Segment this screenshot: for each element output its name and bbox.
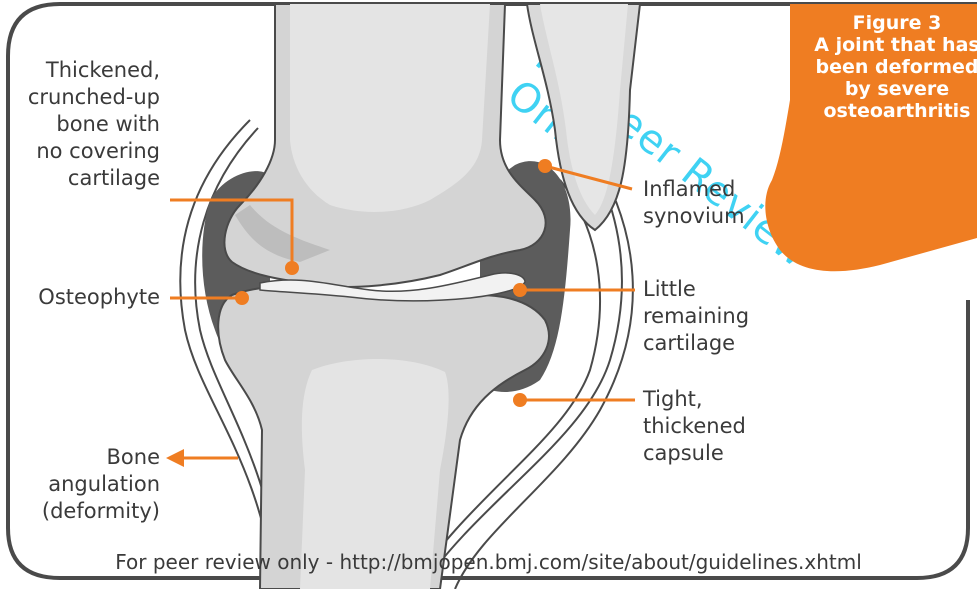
label-tight-capsule: Tight, thickened capsule <box>643 386 783 467</box>
figure-caption-line: osteoarthritis <box>782 100 977 122</box>
label-osteophyte: Osteophyte <box>10 284 160 311</box>
dot-capsule <box>513 393 527 407</box>
figure-caption-line: by severe <box>782 78 977 100</box>
dot-synovium <box>538 159 552 173</box>
figure-caption-line: been deformed <box>782 56 977 78</box>
figure-caption-line: A joint that has <box>782 34 977 56</box>
label-little-cartilage: Little remaining cartilage <box>643 276 783 357</box>
dot-osteophyte <box>235 291 249 305</box>
dot-cartilage <box>513 283 527 297</box>
dot-thickened-bone <box>285 261 299 275</box>
footer-text: For peer review only - http://bmjopen.bm… <box>0 550 977 574</box>
arrow-left-icon <box>166 449 184 467</box>
label-inflamed-synovium: Inflamed synovium <box>643 176 783 230</box>
figure-caption: Figure 3 A joint that has been deformed … <box>782 12 977 122</box>
label-bone-angulation: Bone angulation (deformity) <box>10 444 160 525</box>
figure-number: Figure 3 <box>782 12 977 34</box>
label-thickened-bone: Thickened, crunched-up bone with no cove… <box>10 57 160 192</box>
